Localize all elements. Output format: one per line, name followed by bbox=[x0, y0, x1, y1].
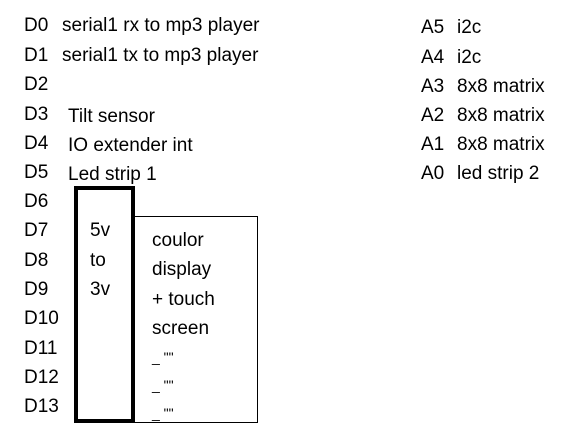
pin-a1-label: 8x8 matrix bbox=[457, 134, 545, 155]
display-ditto-2: _ "" bbox=[152, 377, 174, 393]
pin-d4: D4 bbox=[24, 133, 49, 154]
pin-d1: D1 bbox=[24, 45, 49, 66]
display-line-2: display bbox=[152, 259, 212, 280]
pin-d3: D3 bbox=[24, 104, 49, 125]
pin-d3-label: Tilt sensor bbox=[68, 106, 155, 127]
pin-d7: D7 bbox=[24, 220, 49, 241]
pin-d9: D9 bbox=[24, 279, 49, 300]
pin-d5: D5 bbox=[24, 162, 49, 183]
display-line-1: coulor bbox=[152, 230, 204, 251]
pin-a2-label: 8x8 matrix bbox=[457, 105, 545, 126]
pin-d5-label: Led strip 1 bbox=[68, 164, 157, 185]
pin-d12: D12 bbox=[24, 367, 59, 388]
pin-a3-label: 8x8 matrix bbox=[457, 76, 545, 97]
pin-a0-label: led strip 2 bbox=[457, 163, 540, 184]
display-box: coulor display + touch screen _ "" _ "" … bbox=[133, 216, 258, 423]
pin-d1-label: serial1 tx to mp3 player bbox=[62, 45, 259, 66]
pin-a2: A2 bbox=[421, 105, 445, 126]
converter-line-3: 3v bbox=[90, 279, 111, 300]
converter-line-2: to bbox=[90, 250, 106, 271]
display-ditto-3: _ "" bbox=[152, 405, 174, 421]
pin-d11: D11 bbox=[24, 338, 58, 359]
pin-d4-label: IO extender int bbox=[68, 135, 193, 156]
display-line-4: screen bbox=[152, 318, 210, 339]
display-line-3: + touch bbox=[152, 289, 215, 310]
pin-d10: D10 bbox=[24, 308, 59, 329]
pin-a3: A3 bbox=[421, 76, 445, 97]
pin-a5-label: i2c bbox=[457, 17, 482, 38]
pin-a1: A1 bbox=[421, 134, 445, 155]
pin-d0: D0 bbox=[24, 15, 49, 36]
pin-d6: D6 bbox=[24, 191, 49, 212]
pin-a0: A0 bbox=[421, 163, 445, 184]
pin-a5: A5 bbox=[421, 17, 445, 38]
converter-line-1: 5v bbox=[90, 220, 111, 241]
pin-a4-label: i2c bbox=[457, 47, 482, 68]
pin-a4: A4 bbox=[421, 47, 445, 68]
pin-d8: D8 bbox=[24, 250, 49, 271]
level-converter-box: 5v to 3v bbox=[74, 186, 135, 423]
pin-d13: D13 bbox=[24, 396, 59, 417]
pin-d0-label: serial1 rx to mp3 player bbox=[62, 15, 260, 36]
display-ditto-1: _ "" bbox=[152, 349, 174, 365]
pin-d2: D2 bbox=[24, 74, 49, 95]
